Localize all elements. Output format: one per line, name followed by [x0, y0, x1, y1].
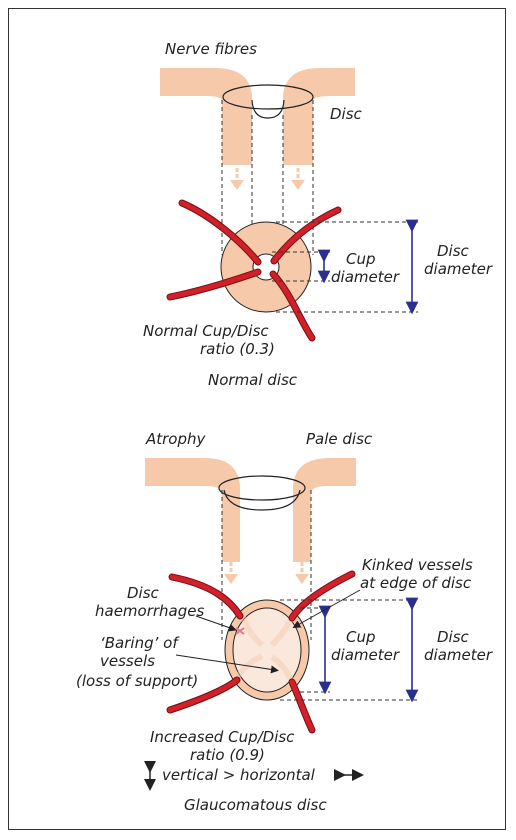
disc-diameter-label-3: Disc [437, 628, 470, 646]
cup-diameter-label-4: diameter [331, 646, 400, 664]
normal-disc-caption: Normal disc [208, 371, 298, 389]
increased-ratio-label-1: Increased Cup/Disc [150, 728, 295, 746]
baring-label-3: (loss of support) [76, 672, 198, 690]
fibre-arrow-left-2 [224, 574, 238, 584]
baring-label-2: vessels [100, 652, 155, 670]
baring-label-1: ‘Baring’ of [100, 634, 180, 652]
disc-diameter-label-4: diameter [424, 646, 493, 664]
disc-label: Disc [330, 105, 363, 123]
kinked-label-1: Kinked vessels [362, 556, 473, 574]
kinked-label-2: at edge of disc [360, 574, 472, 592]
glaucomatous-disc-caption: Glaucomatous disc [184, 796, 327, 814]
vertical-horizontal-label: vertical > horizontal [162, 766, 316, 784]
atrophy-label: Atrophy [145, 430, 207, 448]
increased-ratio-label-2: ratio (0.9) [190, 746, 265, 764]
haemorrhage-label-2: haemorrhages [95, 602, 204, 620]
cup-diameter-label-2: diameter [331, 268, 400, 286]
haemorrhage-pointer [196, 616, 233, 629]
cup-diameter-label-3: Cup [346, 628, 376, 646]
atrophied-fibre-right [293, 458, 356, 562]
disc-diameter-label-1: Disc [437, 242, 470, 260]
pale-disc-label: Pale disc [306, 430, 373, 448]
kinked-pointer [296, 590, 360, 626]
atrophied-fibre-left [145, 458, 240, 562]
nerve-fibres-label: Nerve fibres [165, 40, 257, 58]
nerve-fibre-left [160, 68, 252, 165]
glaucomatous-disc-panel: Atrophy Pale disc [76, 430, 493, 814]
normal-ratio-label-2: ratio (0.3) [200, 340, 275, 358]
fibre-arrow-right-2 [295, 574, 309, 584]
haemorrhage-label-1: Disc [127, 584, 160, 602]
normal-disc-panel: Nerve fibres Disc [143, 40, 493, 389]
cup-diameter-label-1: Cup [346, 250, 376, 268]
disc-diameter-label-2: diameter [424, 260, 493, 278]
normal-ratio-label-1: Normal Cup/Disc [143, 322, 269, 340]
